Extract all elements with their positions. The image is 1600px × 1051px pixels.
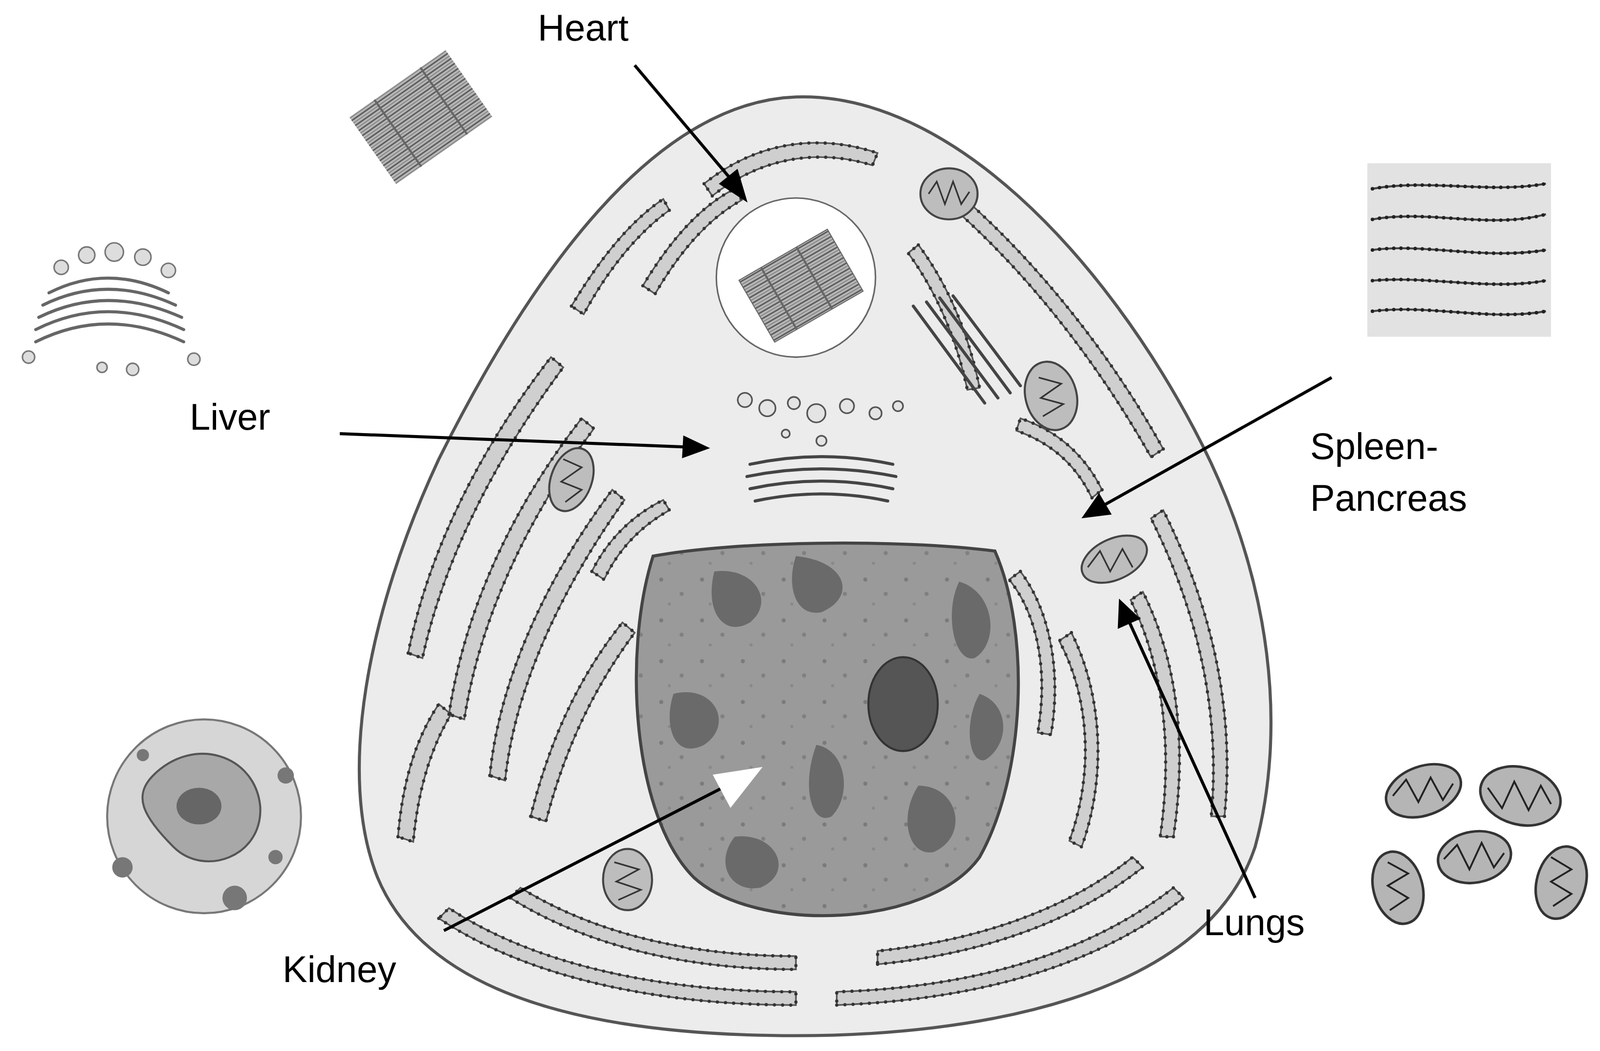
organ-label: Heart [537, 1, 734, 54]
organ-label: Kidney [282, 943, 479, 996]
organ-label: Lungs [1203, 896, 1400, 949]
organ-label: Liver [189, 391, 386, 443]
organ-label: Spleen- Pancreas [1310, 420, 1521, 525]
